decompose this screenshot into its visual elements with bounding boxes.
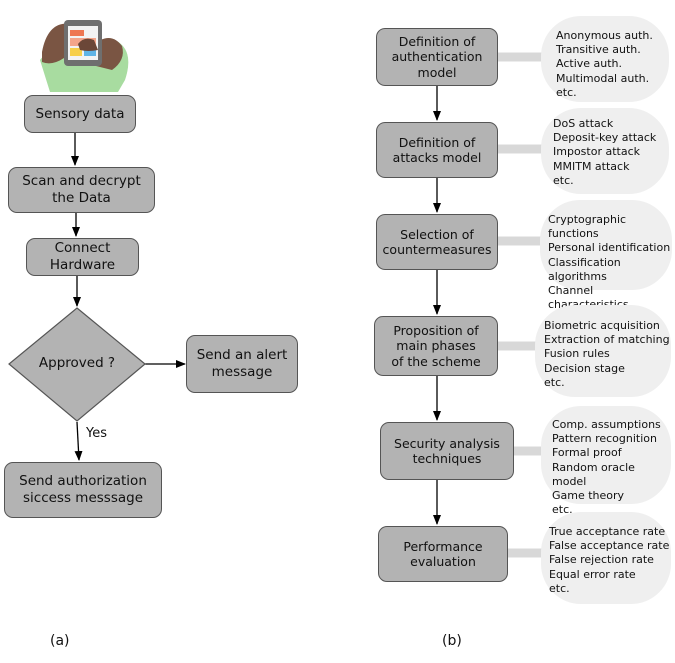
step-main-phases: Proposition of main phases of the scheme <box>374 316 498 376</box>
note-main-phases: Biometric acquisition Extraction of matc… <box>535 305 671 397</box>
scan-decrypt-box: Scan and decrypt the Data <box>8 167 155 213</box>
step-attacks-model: Definition of attacks model <box>376 122 498 178</box>
note-security-analysis: Comp. assumptions Pattern recognition Fo… <box>541 406 671 516</box>
note-performance-evaluation: True acceptance rate False acceptance ra… <box>541 512 671 604</box>
note-attacks-model: DoS attack Deposit-key attack Impostor a… <box>541 108 669 194</box>
send-alert-box: Send an alert message <box>186 335 298 393</box>
note-authentication-model: Anonymous auth. Transitive auth. Active … <box>541 16 669 102</box>
caption-b: (b) <box>442 633 462 649</box>
connect-hardware-box: Connect Hardware <box>26 238 139 276</box>
send-authorization-box: Send authorization siccess messsage <box>4 462 162 518</box>
step-performance-evaluation: Performance evaluation <box>378 526 508 582</box>
approved-label: Approved ? <box>38 355 116 371</box>
note-countermeasures: Cryptographic functions Personal identif… <box>540 200 672 325</box>
sensory-data-box: Sensory data <box>24 95 136 133</box>
step-security-analysis: Security analysis techniques <box>380 422 514 480</box>
decision-diamond <box>8 307 146 422</box>
phone-hands-icon <box>40 20 129 92</box>
yes-label: Yes <box>86 426 107 441</box>
step-authentication-model: Definition of authentication model <box>376 28 498 86</box>
caption-a: (a) <box>50 633 70 649</box>
step-countermeasures: Selection of countermeasures <box>376 214 498 270</box>
